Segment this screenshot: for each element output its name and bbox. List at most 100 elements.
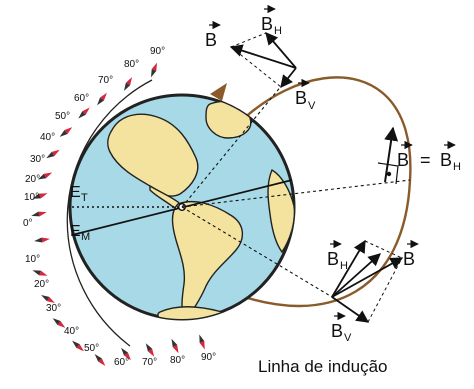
compass-needle-icon xyxy=(97,92,107,106)
label-bv-top: B V xyxy=(295,78,316,112)
compass-needle-icon xyxy=(32,193,48,199)
compass-angle-label: 20° xyxy=(25,174,40,185)
compass-angle-label: 20° xyxy=(34,279,49,290)
induction-arrow-top xyxy=(210,83,227,101)
compass-angle-label: 90° xyxy=(201,352,216,363)
compass-north-7: 20° xyxy=(25,174,48,199)
compass-needle-icon xyxy=(37,172,53,180)
compass-south-1: 20° xyxy=(34,279,55,303)
compass-north-1: 80° xyxy=(124,59,139,91)
compass-angle-label: 70° xyxy=(98,75,113,86)
landmass-south-america xyxy=(171,200,243,319)
compass-needle-icon xyxy=(34,237,50,243)
compass-north-5: 40° xyxy=(40,132,60,159)
vector-group-equator xyxy=(377,126,399,185)
landmass-north-america xyxy=(107,113,199,197)
compass-south-6: 70° xyxy=(142,343,157,368)
svg-text:E: E xyxy=(70,184,81,201)
vector-b-top xyxy=(229,44,297,69)
compass-angle-label: 50° xyxy=(84,343,99,354)
compass-angle-label: 50° xyxy=(55,111,70,122)
label-b-top: B xyxy=(205,20,221,50)
compass-angle-label: 70° xyxy=(142,357,157,368)
svg-text:B: B xyxy=(327,249,339,269)
compass-angle-label: 10° xyxy=(25,254,40,265)
label-e-m: E M xyxy=(70,223,90,243)
svg-text:B: B xyxy=(205,30,217,50)
compass-north-6: 30° xyxy=(30,154,53,180)
compass-needle-icon xyxy=(31,211,47,217)
compass-south-7: 80° xyxy=(170,338,185,366)
vector-b-bottom xyxy=(331,257,404,298)
compass-layer: 90°80°70°60°50°40°30°20°10°0°10°20°30°40… xyxy=(23,46,216,368)
compass-needle-icon xyxy=(32,270,48,276)
compass-needle-icon xyxy=(72,340,84,352)
compass-south-3: 40° xyxy=(64,326,84,352)
compass-needle-icon xyxy=(145,343,155,357)
compass-needle-icon xyxy=(124,77,132,91)
vector-bh-bottom xyxy=(331,239,366,298)
compass-north-3: 60° xyxy=(74,93,90,119)
svg-text:T: T xyxy=(81,192,88,204)
svg-text:H: H xyxy=(340,260,348,272)
compass-needle-icon xyxy=(41,295,55,303)
compass-angle-label: 40° xyxy=(64,326,79,337)
compass-south-8: 90° xyxy=(199,334,216,363)
compass-needle-icon xyxy=(171,338,179,354)
svg-text:M: M xyxy=(81,231,90,243)
compass-angle-label: 40° xyxy=(40,132,55,143)
compass-needle-icon xyxy=(78,107,90,119)
compass-needle-icon xyxy=(52,318,66,328)
vector-b-equator xyxy=(384,126,399,183)
vector-bv-bottom xyxy=(331,296,370,323)
compass-north-8: 10° xyxy=(24,192,47,217)
compass-south-0: 10° xyxy=(25,254,48,276)
compass-north-0: 90° xyxy=(150,46,165,78)
compass-angle-label: 30° xyxy=(30,154,45,165)
label-bh-bottom: B H xyxy=(327,239,348,272)
compass-north-4: 50° xyxy=(55,111,73,137)
svg-text:E: E xyxy=(70,223,81,240)
compass-angle-label: 60° xyxy=(114,357,129,368)
compass-angle-label: 60° xyxy=(74,93,89,104)
svg-text:B: B xyxy=(331,321,343,341)
vector-b-inner xyxy=(331,253,381,298)
svg-text:=: = xyxy=(420,150,431,170)
compass-angle-label: 90° xyxy=(150,46,165,57)
compass-angle-label: 10° xyxy=(24,192,39,203)
compass-south-5: 60° xyxy=(114,347,131,368)
landmass-africa xyxy=(267,168,294,254)
compass-needle-icon xyxy=(121,347,131,361)
svg-text:H: H xyxy=(274,25,282,37)
compass-needle-icon xyxy=(199,334,205,350)
landmass-greenland xyxy=(205,100,252,139)
induction-line xyxy=(180,76,412,308)
compass-needle-icon xyxy=(94,354,106,366)
svg-text:B: B xyxy=(295,88,307,108)
radial-line-bottom xyxy=(181,206,333,298)
compass-needle-icon xyxy=(59,127,73,137)
label-bh-top: B H xyxy=(261,4,282,37)
svg-text:V: V xyxy=(308,100,316,112)
vector-group-bottom xyxy=(331,239,404,323)
label-bv-bottom: B V xyxy=(331,311,352,344)
compass-arc xyxy=(66,79,153,347)
earth-globe xyxy=(68,93,296,321)
svg-text:V: V xyxy=(344,332,352,344)
landmass-antarctica xyxy=(157,306,227,319)
svg-text:B: B xyxy=(397,150,409,170)
compass-angle-label: 80° xyxy=(124,59,139,70)
label-b-equals-bh: B = B H xyxy=(397,140,461,173)
svg-text:B: B xyxy=(261,14,273,34)
compass-needle-icon xyxy=(151,62,157,78)
compass-south-4: 50° xyxy=(84,343,106,366)
label-b-bottom: B xyxy=(403,239,419,269)
compass-north-9: 0° xyxy=(23,218,50,243)
caption-induction-line: Linha de indução xyxy=(258,357,388,376)
vector-bh-top xyxy=(265,32,297,69)
compass-angle-label: 0° xyxy=(23,218,33,229)
svg-text:B: B xyxy=(440,150,452,170)
label-e-t: E T xyxy=(70,184,88,204)
compass-needle-icon xyxy=(46,149,60,159)
